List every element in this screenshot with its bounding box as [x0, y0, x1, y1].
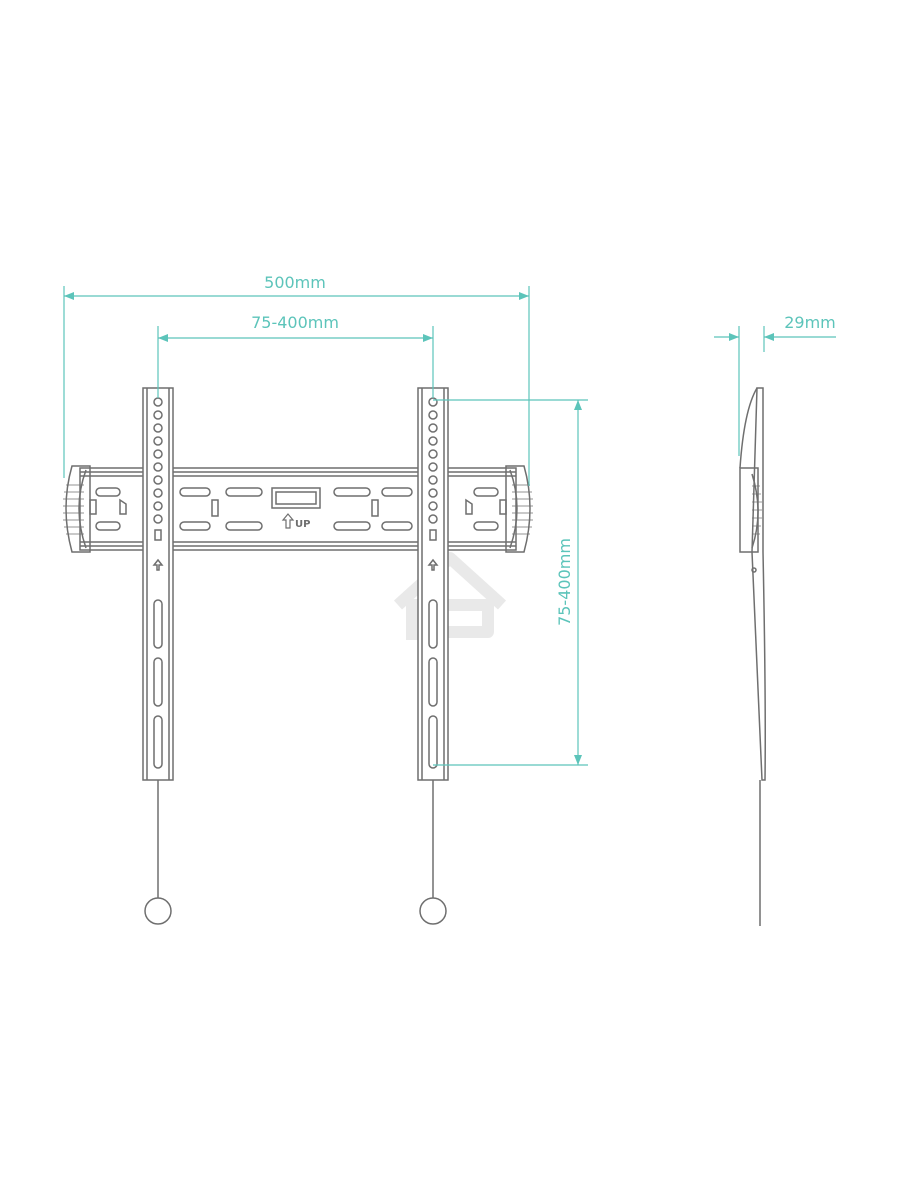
side-view-arm	[751, 387, 766, 781]
depth-label: 29mm	[784, 313, 836, 332]
left-arm-holes	[153, 397, 163, 524]
right-arm-holes	[428, 397, 438, 524]
house-logo-icon	[393, 552, 507, 640]
left-vertical-arm	[142, 387, 174, 925]
dimension-vertical-hole-spacing: 75-400mm	[433, 399, 588, 766]
dimension-overall-width: 500mm	[63, 273, 530, 486]
vertical-hole-spacing-label: 75-400mm	[555, 538, 574, 626]
right-vertical-arm	[417, 387, 449, 925]
wall-plate	[63, 465, 533, 553]
plate-keyholes	[89, 498, 507, 517]
horizontal-hole-spacing-label: 75-400mm	[251, 313, 339, 332]
up-marker: UP	[281, 513, 310, 530]
side-view	[739, 387, 766, 926]
right-arm-pull-ring	[419, 897, 447, 925]
plate-slots	[95, 487, 499, 531]
dimension-depth: 29mm	[714, 313, 836, 456]
arrow-up-icon	[152, 558, 164, 571]
left-arm-pull-ring	[144, 897, 172, 925]
overall-width-label: 500mm	[264, 273, 326, 292]
wall-plate-outline	[79, 467, 517, 551]
left-end-cap	[65, 465, 91, 553]
arrow-up-icon	[281, 513, 295, 529]
level-indicator	[271, 487, 321, 509]
up-label: UP	[295, 519, 310, 530]
arrow-up-icon	[427, 558, 439, 571]
dimension-horizontal-hole-spacing: 75-400mm	[157, 313, 434, 398]
right-end-cap	[505, 465, 531, 553]
